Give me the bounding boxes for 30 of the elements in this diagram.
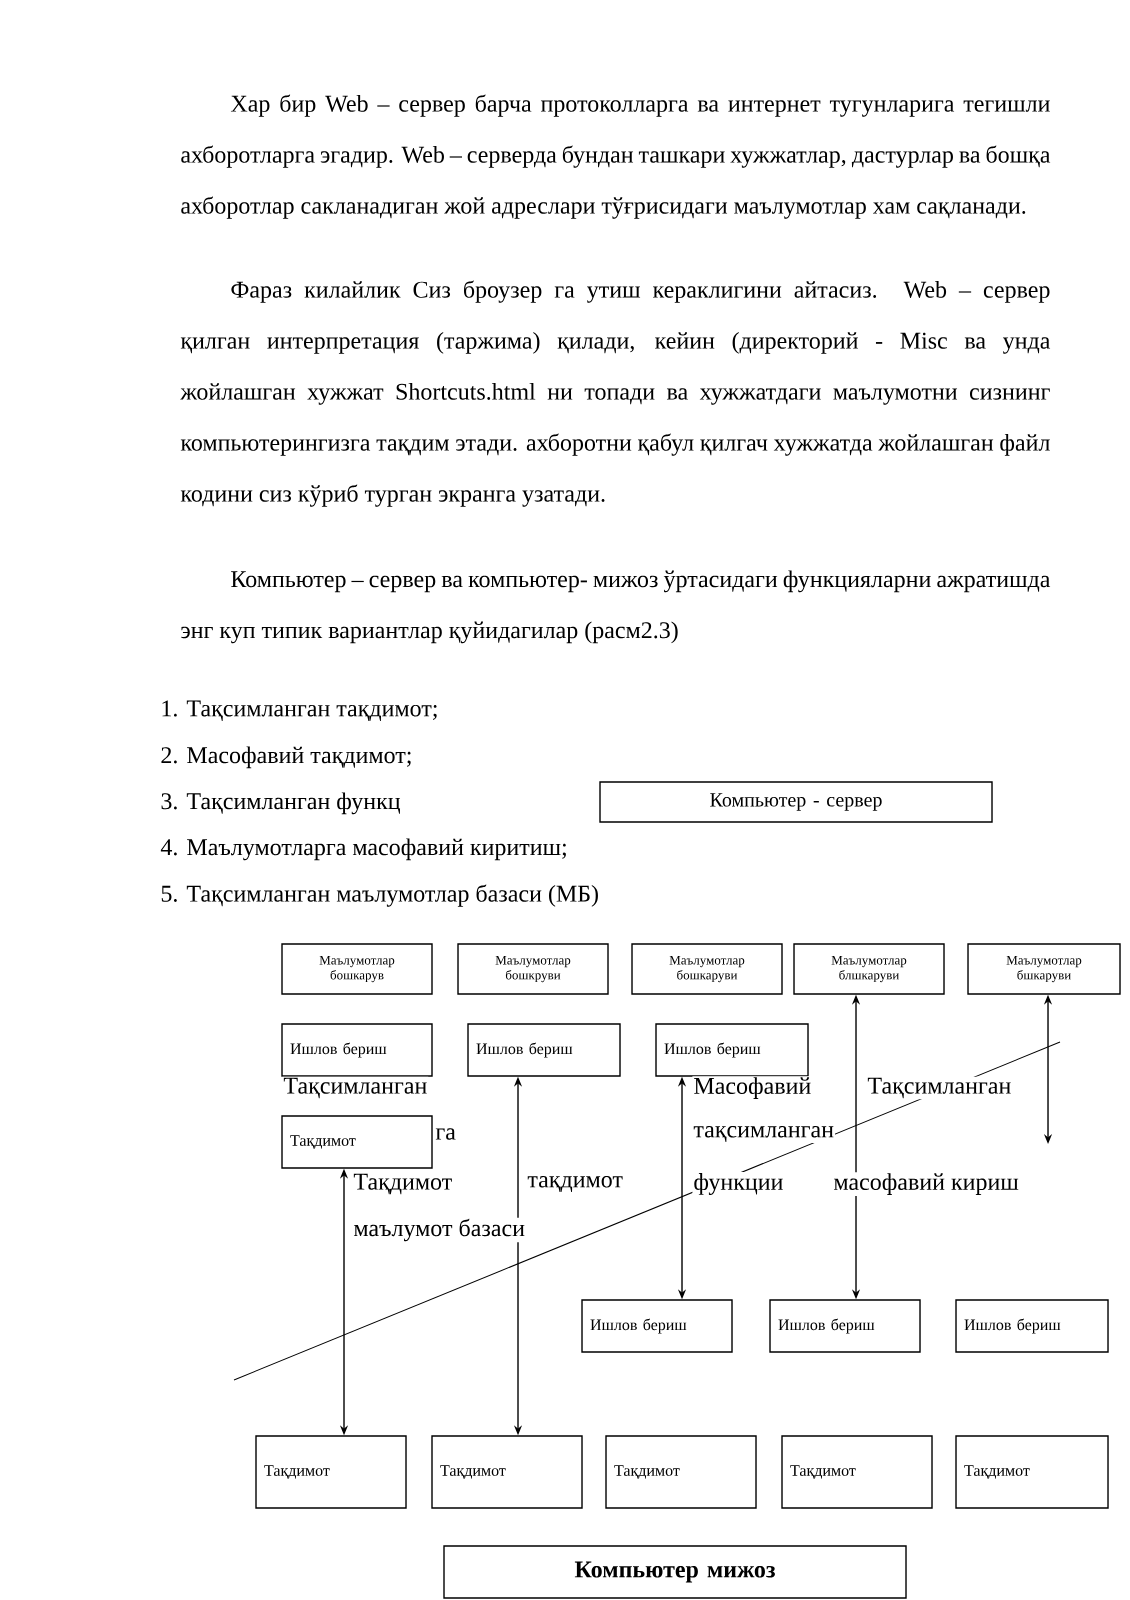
diagram-label: маълумот базаси xyxy=(352,1217,526,1243)
diagram-label: тақдимот xyxy=(526,1175,624,1193)
process-box: Тақдимот xyxy=(605,1435,757,1509)
list-item: 4. Маълумотларга масофавий киритиш; xyxy=(160,838,566,861)
process-box: Тақдимот xyxy=(955,1435,1109,1509)
list-item: 3. Тақсимланган функц xyxy=(161,792,401,815)
process-box: Тақдимот xyxy=(431,1435,583,1509)
list-item: 1. Тақсимланган тақдимот; xyxy=(162,700,437,721)
list-item: 2. Масофавий тақдимот; xyxy=(161,746,411,769)
process-box: Тақдимот xyxy=(781,1435,933,1509)
diagram-label: Тақдимот xyxy=(352,1172,454,1196)
title-box: Компьютер - сервер xyxy=(599,781,993,823)
list-item: 5. Тақсимланган маълумотлар базаси (МБ) xyxy=(161,884,598,907)
paragraph: Хар бир Web – сервер барча протоколларга ва интернет тугунларига тегишли ахборотларга эгадир. Web – серверда бундан ташкари хужжатлар, дастурлар ва бошқа ахборотлар сакланадиган жой адреслари тўғрисидаги маълумотлар хам сақланади. xyxy=(181,94,1051,219)
title-box: Компьютер мижоз xyxy=(443,1545,907,1599)
process-box: Ишлов бериш xyxy=(467,1023,621,1077)
diagram-label: Тақсимланган xyxy=(282,1076,429,1100)
process-box: Ишлов бериш xyxy=(955,1299,1109,1353)
diagram-label: функции xyxy=(692,1172,785,1196)
process-box: Тақдимот xyxy=(255,1435,407,1509)
diagram-label: Масофавий xyxy=(692,1076,813,1100)
paragraph: Фараз килайлик Сиз броузер га утиш кераклигини айтасиз. Web – сервер қилган интерпретация (таржима) қилади, кейин (директорий - Misc ва унда жойлашган хужжат Shortcuts.html ни топади ва хужжатдаги маълумотни сизнинг компьютерингизга тақдим этади. ахборотни қабул қилгач хужжатда жойлашган файл кодини сиз кўриб турган экранга узатади. xyxy=(180,280,1051,507)
diagram-label: тақсимланган xyxy=(692,1125,835,1143)
diagram-label: Тақсимланган xyxy=(866,1076,1013,1100)
process-box: Тақдимот xyxy=(281,1115,433,1169)
paragraph: Компьютер – сервер ва компьютер- мижоз ўртасидаги функцияларни ажратишда энг куп типик вариантлар қуйидагилар (расм2.3) xyxy=(181,570,1051,644)
diagram-label: масофавий кириш xyxy=(832,1172,1020,1196)
process-box: Ишлов бериш xyxy=(581,1299,733,1353)
diagram-label: га xyxy=(434,1127,457,1141)
process-box: Ишлов бериш xyxy=(769,1299,921,1353)
